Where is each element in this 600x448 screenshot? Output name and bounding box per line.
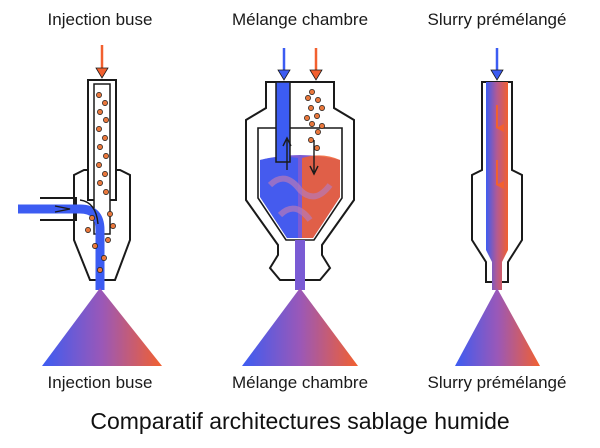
abrasive-feed-arrowhead: [95, 67, 109, 79]
abrasive-inlet-arrowhead: [309, 69, 323, 81]
outlet-stream: [295, 240, 305, 290]
water-arrow: [54, 205, 71, 213]
spray-cone: [242, 288, 358, 366]
spray-cone: [42, 288, 162, 366]
panel-title-injection: Injection buse: [47, 10, 153, 29]
turn-arrow: [79, 199, 99, 225]
panel-label-injection: Injection buse: [47, 373, 153, 392]
panel-title-slurry: Slurry prémélangé: [427, 10, 567, 29]
mix-swirls: [267, 175, 333, 222]
panel-injection: [18, 45, 162, 366]
water-path: [18, 204, 105, 290]
chamber-particles: [304, 89, 325, 151]
spray-cone: [455, 288, 540, 366]
figure-caption: Comparatif architectures sablage humide: [90, 408, 510, 434]
panel-slurry: [455, 48, 540, 366]
water-tube: [275, 81, 291, 163]
panel-chamber: [242, 48, 358, 366]
abrasive-particles: [85, 92, 116, 273]
panel-label-chamber: Mélange chambre: [231, 373, 369, 392]
panel-title-chamber: Mélange chambre: [231, 10, 369, 29]
panel-label-slurry: Slurry prémélangé: [427, 373, 567, 392]
slurry-inlet-arrowhead: [490, 69, 504, 81]
water-inlet-arrowhead: [277, 69, 291, 81]
